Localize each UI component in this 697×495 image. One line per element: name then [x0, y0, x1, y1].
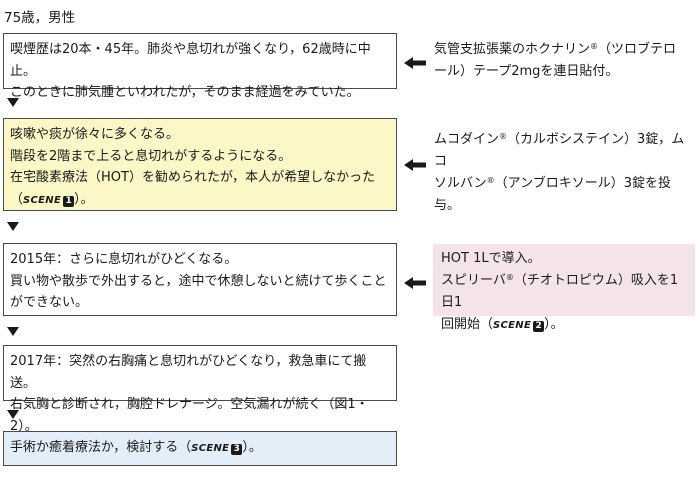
- registered-mark: ®: [499, 132, 508, 141]
- side-text: スピリーバ: [441, 273, 506, 288]
- box-text: ）。: [242, 440, 262, 455]
- box-line: 2017年：突然の右胸痛と息切れがひどくなり，救急車にて搬送。: [10, 354, 367, 391]
- side-text: ソルバン: [434, 176, 487, 191]
- box-line: 2015年：さらに息切れがひどくなる。: [10, 252, 238, 267]
- side-text: （カルボシステイン）3錠，ムコ: [434, 132, 685, 169]
- scene-label: SCENE: [23, 194, 62, 206]
- left-arrow-icon: [404, 57, 426, 69]
- side-text: （ツロブテロ: [598, 42, 677, 57]
- history-box-smoking: 喫煙歴は20本・45年。肺炎や息切れが強くなり，62歳時に中止。 このときに肺気…: [3, 33, 397, 100]
- side-text: （チオトロピウム）吸入を1日1: [441, 273, 679, 310]
- paren: ）。: [74, 191, 94, 207]
- left-arrow-icon: [404, 277, 426, 289]
- paren: （: [10, 191, 24, 207]
- scene-number-badge: 1: [63, 195, 75, 207]
- side-text: 回開始（: [441, 317, 494, 332]
- side-text: ムコダイン: [434, 132, 500, 147]
- box-line: 喫煙歴は20本・45年。肺炎や息切れが強くなり，62歳時に中止。: [10, 42, 371, 79]
- down-triangle-icon: [7, 327, 19, 336]
- side-text: （アンブロキソール）3錠を投: [494, 176, 672, 191]
- registered-mark: ®: [505, 273, 514, 282]
- scene-number-badge: 3: [231, 444, 243, 455]
- left-arrow-icon: [404, 159, 426, 171]
- box-text: 手術か癒着療法か，検討する（: [10, 440, 192, 455]
- box-line: ができない。: [10, 295, 89, 310]
- side-text: ）。: [544, 317, 564, 332]
- down-triangle-icon: [7, 410, 19, 419]
- registered-mark: ®: [486, 176, 495, 185]
- treatment-note-mucolytics: ムコダイン®（カルボシステイン）3錠，ムコ ソルバン®（アンブロキソール）3錠を…: [434, 129, 694, 217]
- history-box-2015: 2015年：さらに息切れがひどくなる。 買い物や散歩で外出すると，途中で休憩しな…: [3, 243, 397, 316]
- box-line: 咳嗽や痰が徐々に多くなる。: [10, 127, 180, 142]
- side-text: 気管支拡張薬のホクナリン: [434, 42, 591, 57]
- box-line: 右気胸と診断され，胸腔ドレナージ。空気漏れが続く（図1・2）。: [10, 397, 369, 434]
- treatment-note-hot-spiriva: HOT 1Lで導入。 スピリーバ®（チオトロピウム）吸入を1日1 回開始（SCE…: [433, 244, 695, 332]
- down-triangle-icon: [7, 98, 19, 107]
- box-line: 買い物や散歩で外出すると，途中で休憩しないと続けて歩くこと: [10, 273, 387, 289]
- down-triangle-icon: [7, 222, 19, 231]
- box-line: 在宅酸素療法（HOT）を勧められたが，本人が希望しなかった: [10, 170, 376, 185]
- side-text: ール）テープ2mgを連日貼付。: [434, 64, 619, 79]
- scene-number-badge: 2: [533, 321, 545, 332]
- history-box-2017: 2017年：突然の右胸痛と息切れがひどくなり，救急車にて搬送。 右気胸と診断され…: [3, 345, 397, 434]
- box-line: このときに肺気腫といわれたが，そのまま経過をみていた。: [10, 85, 360, 100]
- side-text: 与。: [434, 198, 461, 213]
- treatment-note-tulobuterol: 気管支拡張薬のホクナリン®（ツロブテロ ール）テープ2mgを連日貼付。: [434, 39, 694, 83]
- box-line: 階段を2階まで上ると息切れがするようになる。: [10, 148, 292, 164]
- side-text: HOT 1Lで導入。: [441, 251, 541, 266]
- scene-label: SCENE: [191, 443, 230, 454]
- history-box-cough: 咳嗽や痰が徐々に多くなる。 階段を2階まで上ると息切れがするようになる。 在宅酸…: [3, 118, 397, 211]
- registered-mark: ®: [590, 42, 599, 51]
- scene-label: SCENE: [493, 320, 532, 331]
- patient-header: 75歳，男性: [4, 10, 76, 26]
